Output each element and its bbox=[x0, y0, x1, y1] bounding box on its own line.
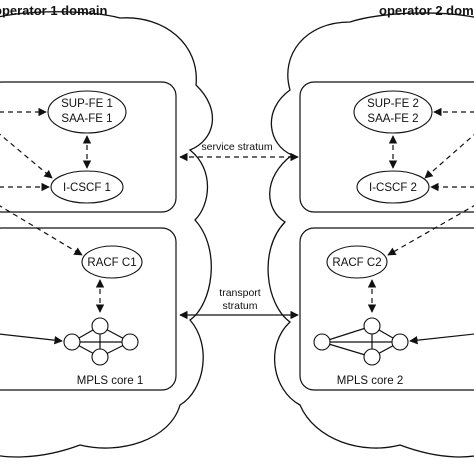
racf-c1-label: RACF C1 bbox=[87, 257, 136, 269]
mpls-core-1-graph bbox=[63, 317, 139, 366]
sup-fe-2-label: SUP-FE 2 bbox=[367, 98, 419, 110]
racf-c2-node bbox=[326, 245, 388, 279]
operator-1-title: operator 1 domain bbox=[0, 3, 107, 18]
transport-stratum-label-2: stratum bbox=[222, 300, 257, 312]
operator-2-title: operator 2 domain bbox=[379, 3, 474, 18]
mpls-core-1-label: MPLS core 1 bbox=[77, 375, 143, 387]
saa-fe-1-label: SAA-FE 1 bbox=[61, 113, 112, 125]
dashed-arrow-diag-to-icscf-2 bbox=[424, 134, 474, 179]
dashed-arrow-diag-to-icscf-1 bbox=[0, 133, 53, 179]
racf-c1-node bbox=[81, 245, 143, 279]
sup-fe-1-label: SUP-FE 1 bbox=[61, 98, 113, 110]
racf-c2-label: RACF C2 bbox=[332, 257, 381, 269]
sup-fe-1-node bbox=[47, 90, 127, 134]
arrow-into-mpls-core-1 bbox=[0, 333, 63, 345]
i-cscf-1-label: I-CSCF 1 bbox=[63, 182, 111, 194]
service-stratum-label: service stratum bbox=[201, 141, 272, 153]
mpls-core-2-graph bbox=[313, 317, 409, 366]
i-cscf-2-label: I-CSCF 2 bbox=[369, 182, 417, 194]
operator-2-transport-box bbox=[299, 227, 474, 391]
mpls-core-2-label: MPLS core 2 bbox=[337, 375, 403, 387]
saa-fe-2-label: SAA-FE 2 bbox=[367, 113, 418, 125]
sup-fe-2-node bbox=[353, 90, 433, 134]
arrow-into-mpls-core-2 bbox=[409, 333, 474, 345]
dashed-arrow-diag-to-racf-2 bbox=[387, 205, 474, 256]
transport-stratum-label-1: transport bbox=[219, 287, 261, 299]
i-cscf-1-node bbox=[50, 170, 124, 204]
i-cscf-2-node bbox=[356, 170, 430, 204]
